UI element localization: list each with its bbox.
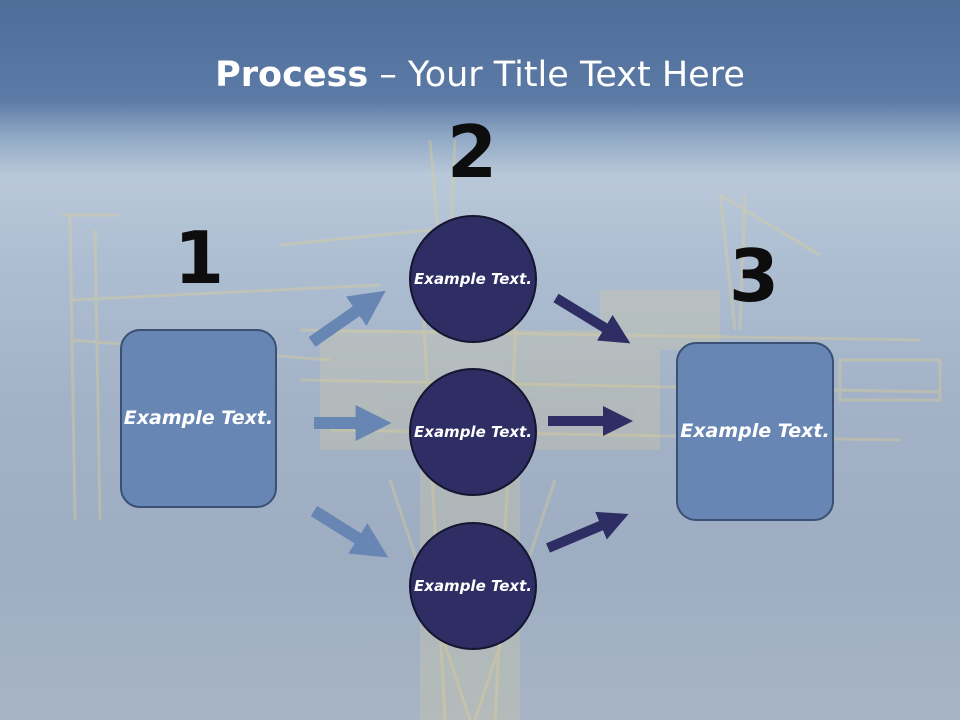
circle-top-text: Example Text. <box>414 269 532 288</box>
arrow-left-to-bottom <box>310 505 389 558</box>
step-number-3: 3 <box>728 234 780 318</box>
step-3-box[interactable]: Example Text. <box>676 342 834 521</box>
circle-middle-text: Example Text. <box>414 422 532 441</box>
circle-bottom-text: Example Text. <box>414 576 532 595</box>
step-3-text: Example Text. <box>680 420 830 442</box>
title-bold: Process <box>215 55 369 95</box>
arrow-bottom-to-right <box>546 511 629 553</box>
step-2-circle-middle[interactable]: Example Text. <box>409 368 537 496</box>
step-2-circle-bottom[interactable]: Example Text. <box>409 522 537 650</box>
step-number-1: 1 <box>173 216 225 300</box>
arrow-left-to-top <box>308 290 386 347</box>
title-rest: – Your Title Text Here <box>368 55 745 95</box>
arrow-top-to-right <box>553 293 631 344</box>
step-1-text: Example Text. <box>123 407 274 429</box>
slide-title: Process – Your Title Text Here <box>0 52 960 98</box>
step-1-box[interactable]: Example Text. <box>120 329 277 508</box>
step-2-circle-top[interactable]: Example Text. <box>409 215 537 343</box>
step-number-2: 2 <box>446 110 498 194</box>
